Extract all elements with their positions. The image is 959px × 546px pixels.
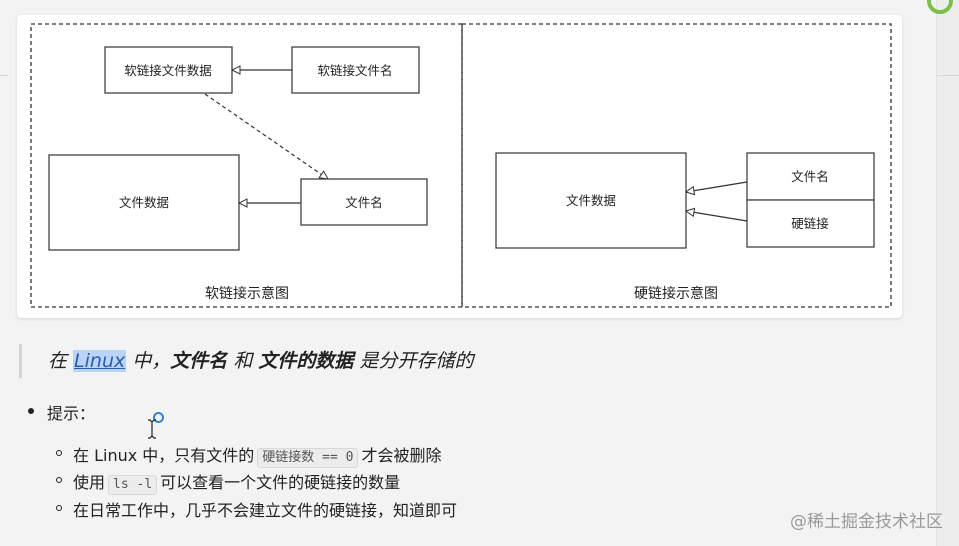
tip-text: 在 Linux 中，只有文件的 [73,446,255,465]
soft-link-data-label: 软链接文件数据 [124,63,212,78]
text-cursor-icon [148,419,156,439]
tip-text: 在日常工作中，几乎不会建立文件的硬链接，知道即可 [73,501,458,520]
inline-code: ls -l [108,475,158,495]
list-bullet [56,450,62,456]
soft-link-filename-label: 软链接文件名 [317,63,392,78]
hard-link-label: 硬链接 [791,216,829,231]
list-bullet [28,408,34,414]
tips-heading: 提示： [47,404,96,423]
hard-filename-arrow [686,181,748,192]
softdata-to-filename-dashed-arrow [204,93,328,179]
hard-link-arrow [686,211,748,222]
link-diagram: 软链接文件数据 软链接文件名 文件数据 文件名 软链接示意图 文件数据 文件名 … [30,23,892,308]
app-logo-icon [927,0,953,14]
hard-filename-box [746,152,875,201]
inline-code: 硬链接数 == 0 [257,448,359,468]
hard-link-box [746,199,875,248]
file-data-box [48,154,240,251]
blockquote-bar [19,344,22,378]
hard-filename-label: 文件名 [791,169,829,184]
cursor-ring-icon [153,412,164,423]
soft-link-data-box [104,46,233,94]
list-bullet [56,505,62,511]
divider [0,75,8,76]
right-scroll-strip[interactable] [936,0,959,546]
tip-item-3: 在日常工作中，几乎不会建立文件的硬链接，知道即可 [73,497,457,521]
tip-text: 可以查看一个文件的硬链接的数量 [160,473,401,492]
filename-label: 文件名 [345,195,383,210]
quote-part: 在 [48,350,74,372]
blockquote-text: 在 Linux 中，文件名 和 文件的数据 是分开存储的 [48,346,473,373]
quote-part: 是分开存储的 [353,350,474,372]
filename-box [300,178,428,226]
watermark: @稀土掘金技术社区 [790,512,943,532]
divider [937,75,959,76]
quote-bold-filedata: 文件的数据 [258,350,354,372]
list-bullet [56,477,62,483]
selected-text-linux[interactable]: Linux [73,350,127,372]
tip-text: 才会被删除 [361,446,442,465]
hard-file-data-box [495,152,687,249]
quote-part: 和 [227,350,259,372]
hard-link-frame [461,23,892,308]
diagram-card: 软链接文件数据 软链接文件名 文件数据 文件名 软链接示意图 文件数据 文件名 … [17,15,902,318]
quote-bold-filename: 文件名 [170,350,228,372]
hard-file-data-label: 文件数据 [566,193,616,208]
file-data-label: 文件数据 [119,195,169,210]
quote-part: 中， [126,350,171,372]
hard-link-caption: 硬链接示意图 [634,285,718,302]
soft-link-caption: 软链接示意图 [205,285,289,302]
tip-text: 使用 [73,473,106,492]
